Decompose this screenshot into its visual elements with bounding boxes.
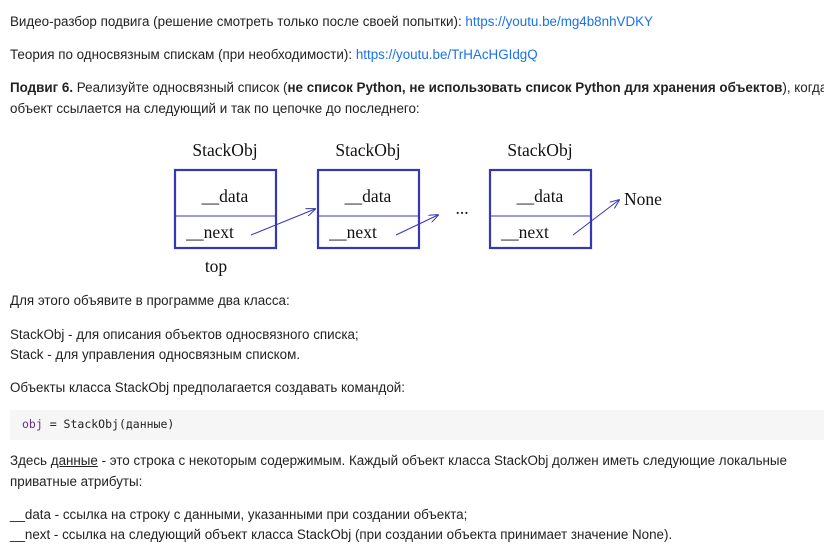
theory-link[interactable]: https://youtu.be/TrHAcHGIdgQ: [355, 47, 538, 62]
task-line-1: Подвиг 6. Реализуйте односвязный список …: [10, 78, 824, 98]
code-var: obj: [22, 417, 43, 431]
linked-list-diagram: StackObj __data __next StackObj __data _…: [10, 136, 818, 281]
none-label: None: [624, 189, 662, 209]
arrow-node2-to-ellipsis: [395, 215, 438, 236]
node-1-data-field: __data: [201, 186, 249, 206]
data-desc-underlined: данные: [50, 453, 98, 468]
task-text-after: ), когда один: [782, 80, 824, 95]
theory-label: Теория по односвязным спискам (при необх…: [10, 47, 356, 62]
node-2-label: StackObj: [335, 140, 400, 160]
top-label: top: [205, 256, 228, 276]
video-line: Видео-разбор подвига (решение смотреть т…: [10, 12, 653, 32]
code-rest: = StackObj(данные): [42, 417, 175, 431]
node-3-next-field: __next: [500, 222, 549, 242]
video-label: Видео-разбор подвига (решение смотреть т…: [10, 14, 466, 29]
arrow-node1-to-node2: [250, 209, 315, 236]
task-text-before: Реализуйте односвязный список (: [73, 80, 288, 95]
linked-list-svg: StackObj __data __next StackObj __data _…: [173, 140, 662, 276]
node-1-next-field: __next: [185, 222, 234, 242]
task-bold-text: не список Python, не использовать список…: [287, 80, 783, 95]
attr-next-desc: __next - ссылка на следующий объект клас…: [10, 527, 673, 542]
data-desc-line-2: приватные атрибуты:: [10, 474, 143, 489]
code-line: obj = StackObj(данные): [22, 417, 174, 431]
theory-line: Теория по односвязным спискам (при необх…: [10, 45, 538, 65]
task-line-2: объект ссылается на следующий и так по ц…: [10, 101, 420, 116]
data-desc-after: - это строка с некоторым содержимым. Каж…: [97, 453, 788, 468]
video-link[interactable]: https://youtu.be/mg4b8nhVDKY: [465, 14, 653, 29]
node-3-label: StackObj: [507, 140, 572, 160]
data-desc-line-1: Здесь данные - это строка с некоторым со…: [10, 451, 787, 471]
class-stack-desc: Stack - для управления односвязным списк…: [10, 347, 301, 362]
class-stackobj-desc: StackObj - для описания объектов односвя…: [10, 327, 359, 342]
node-2-box: [316, 168, 421, 250]
node-1-label: StackObj: [192, 140, 257, 160]
code-block: obj = StackObj(данные): [10, 410, 824, 440]
classes-intro: Для этого объявите в программе два класс…: [10, 293, 290, 308]
task-title: Подвиг 6.: [10, 80, 74, 95]
node-2-next-field: __next: [328, 222, 377, 242]
ellipsis: ...: [455, 198, 468, 218]
data-desc-before: Здесь: [10, 453, 51, 468]
create-intro: Объекты класса StackObj предполагается с…: [10, 380, 405, 395]
node-1-box: [173, 168, 278, 250]
node-3-data-field: __data: [516, 186, 564, 206]
node-3-box: [488, 168, 593, 250]
attr-data-desc: __data - ссылка на строку с данными, ука…: [10, 507, 468, 522]
arrow-node3-to-none: [572, 200, 619, 236]
node-2-data-field: __data: [344, 186, 392, 206]
